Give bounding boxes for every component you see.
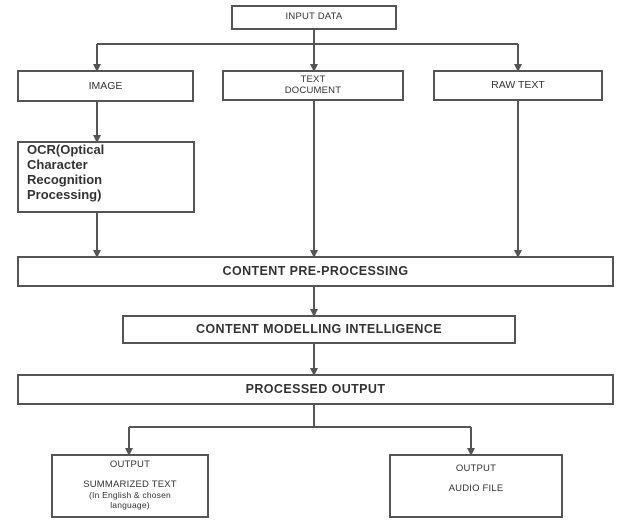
output-audio-file-box: OUTPUT AUDIO FILE [389, 454, 563, 518]
ocr-label-line1: OCR(Optical [27, 142, 105, 157]
text-document-label-line1: TEXT [300, 73, 326, 85]
content-modelling-box: CONTENT MODELLING INTELLIGENCE [122, 315, 516, 344]
output-right-line1: AUDIO FILE [448, 482, 504, 494]
output-left-line3: language) [110, 499, 150, 510]
ocr-label-line4: Processing) [27, 186, 102, 202]
output-left-line2: (In English & chosen [89, 489, 171, 500]
ocr-label-line2: Character [27, 156, 88, 172]
output-summarized-text-box: OUTPUT SUMMARIZED TEXT (In English & cho… [51, 454, 209, 518]
image-label: IMAGE [88, 79, 123, 92]
ocr-box: OCR(Optical Character Recognition Proces… [17, 141, 195, 213]
image-box: IMAGE [17, 70, 194, 102]
processed-output-label: PROCESSED OUTPUT [245, 382, 386, 397]
text-document-label-line2: DOCUMENT [284, 84, 342, 96]
input-data-box: INPUT DATA [231, 5, 397, 30]
processed-output-box: PROCESSED OUTPUT [17, 374, 614, 405]
text-document-box: TEXT DOCUMENT [222, 70, 404, 101]
raw-text-label: RAW TEXT [491, 79, 545, 92]
output-left-line1: SUMMARIZED TEXT [83, 478, 177, 490]
input-data-label: INPUT DATA [285, 11, 343, 23]
content-preprocessing-box: CONTENT PRE-PROCESSING [17, 256, 614, 287]
raw-text-box: RAW TEXT [433, 70, 603, 101]
content-modelling-label: CONTENT MODELLING INTELLIGENCE [195, 322, 443, 337]
output-left-title: OUTPUT [109, 459, 151, 470]
ocr-label-line3: Recognition [27, 171, 103, 187]
output-right-title: OUTPUT [455, 463, 497, 474]
content-preprocessing-label: CONTENT PRE-PROCESSING [222, 264, 409, 279]
